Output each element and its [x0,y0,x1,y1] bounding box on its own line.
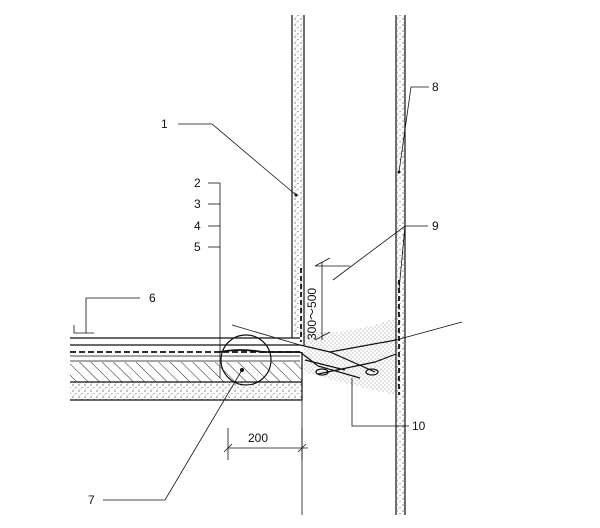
callout-2: 2 [194,176,201,190]
membrane-lap [219,321,463,379]
detail-circle [220,334,272,386]
leader-lines [73,86,429,501]
gap-fill [304,318,396,395]
outer-wall [395,15,406,515]
callout-1: 1 [161,117,168,131]
callout-labels: 1 2 3 4 5 6 7 8 9 10 [88,80,439,507]
floor-layers [70,337,303,515]
dimension-width: 200 [223,428,308,460]
callout-9: 9 [432,219,439,233]
inner-wall [291,15,305,345]
callout-4: 4 [194,219,201,233]
callout-5: 5 [194,240,201,254]
dimension-width-text: 200 [248,431,268,445]
callout-6: 6 [149,291,156,305]
dimension-overlap-text: 300～500 [305,288,319,340]
dimension-overlap: 300～500 [305,257,350,341]
callout-8: 8 [432,80,439,94]
callout-10: 10 [412,419,426,433]
callout-7: 7 [88,493,95,507]
callout-3: 3 [194,197,201,211]
